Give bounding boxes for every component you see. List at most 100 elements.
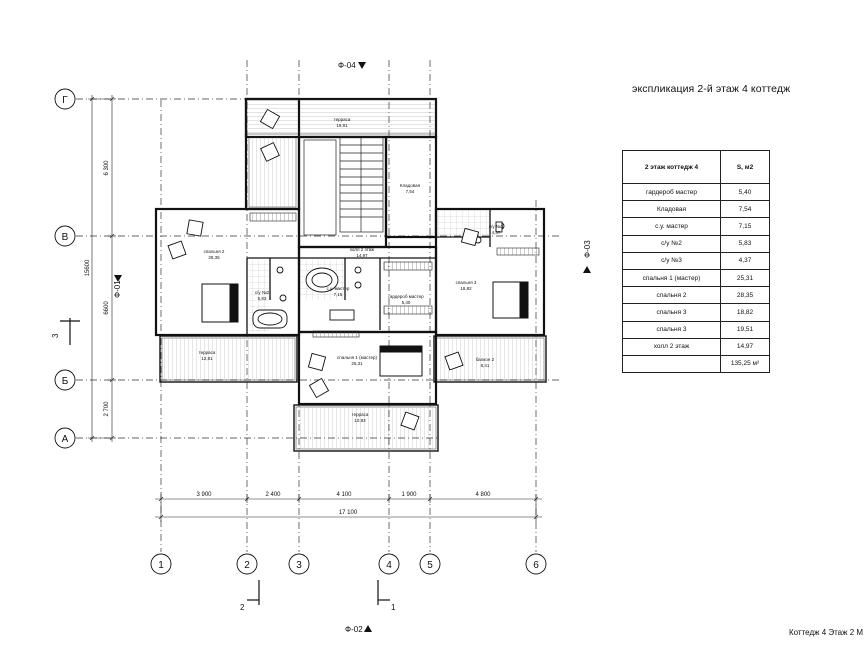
- row-area: 7,54: [720, 200, 770, 219]
- dim-bottom-4: 1 900: [401, 492, 417, 498]
- row-name: Кладовая: [622, 200, 721, 219]
- row-area: 28,35: [720, 286, 770, 305]
- row-area: 14,97: [720, 337, 770, 356]
- dim-bottom-2: 2 400: [265, 492, 281, 498]
- table-total-row: 135,25 м²: [622, 354, 770, 374]
- facade-bottom-label: Ф-02: [345, 625, 363, 634]
- dim-bottom-3: 4 100: [336, 492, 352, 498]
- row-area: 4,37: [720, 251, 770, 270]
- row-name: спальня 1 (мастер): [622, 268, 721, 288]
- room-area-bedroom3: 18,82: [460, 286, 472, 291]
- room-name-bath3: с/у №3: [489, 224, 504, 229]
- room-name-bedroom3: спальня 3: [456, 280, 477, 285]
- dim-bottom-1: 3 900: [196, 492, 212, 498]
- terrace-frames: [159, 335, 547, 452]
- room-area-hall: 14,97: [356, 253, 368, 258]
- axis-label-2: 2: [244, 560, 250, 571]
- axis-label-3: 3: [296, 560, 302, 571]
- vertical-axis-markers: [150, 553, 547, 575]
- room-name-terrace-left: терраса: [199, 350, 216, 355]
- row-area: 5,83: [720, 234, 770, 253]
- table-row: спальня 1 (мастер)25,31: [622, 268, 770, 288]
- facade-left-arrow: [114, 275, 122, 282]
- staircase: [303, 136, 384, 236]
- facade-bottom-arrow: [364, 625, 372, 632]
- axis-label-g: Г: [62, 95, 68, 106]
- room-name-bath2: с/у №2: [255, 290, 270, 295]
- facade-right-arrow: [583, 266, 591, 273]
- left-dimensions: [88, 95, 116, 442]
- row-name: с/у №2: [622, 234, 721, 253]
- axis-label-v: В: [62, 232, 69, 243]
- header-area: S, м2: [720, 150, 770, 184]
- section-label-1: 1: [391, 603, 396, 612]
- axis-label-1: 1: [158, 560, 164, 571]
- chairs: [167, 108, 480, 431]
- row-area: 25,31: [720, 268, 770, 288]
- row-area: 7,15: [720, 217, 770, 236]
- beds: [201, 281, 529, 377]
- row-name: холл 2 этаж: [622, 337, 721, 356]
- axis-label-5: 5: [427, 560, 433, 571]
- dim-bottom-total: 17 100: [339, 510, 358, 516]
- axis-label-b: Б: [62, 376, 69, 387]
- row-area: 5,40: [720, 182, 770, 202]
- total-area: 135,25 м²: [720, 354, 770, 374]
- terraces: [161, 98, 545, 450]
- table-header-row: 2 этаж коттедж 4 S, м2: [622, 150, 770, 184]
- room-area-storage: 7,54: [406, 189, 415, 194]
- room-area-bath3: 4,37: [492, 230, 501, 235]
- section-label-2: 2: [240, 603, 245, 612]
- dim-left-total: 15600: [85, 259, 91, 276]
- room-name-terrace-bottom: терраса: [352, 412, 369, 417]
- room-name-terrace-top: терраса: [334, 117, 351, 122]
- row-name: спальня 3: [622, 320, 721, 339]
- row-name: с/у №3: [622, 251, 721, 270]
- horizontal-axis-markers: [54, 88, 76, 449]
- section-label-3: 3: [51, 333, 60, 338]
- total-label: [622, 354, 721, 374]
- row-name: гардероб мастер: [622, 182, 721, 202]
- room-area-balcony: 8,41: [481, 363, 490, 368]
- facade-left-label: Ф-01: [113, 280, 122, 298]
- room-name-master-bath: с.у. мастер: [327, 286, 350, 291]
- row-name: спальня 2: [622, 286, 721, 305]
- row-name: спальня 3: [622, 303, 721, 322]
- facade-right-label: Ф-03: [583, 240, 592, 258]
- facade-top-arrow: [358, 62, 366, 69]
- room-area-wardrobe: 5,40: [402, 300, 411, 305]
- section-markers: [60, 318, 390, 605]
- facade-top-label: Ф-04: [338, 61, 356, 70]
- row-area: 18,82: [720, 303, 770, 322]
- sheet-footer: Коттедж 4 Этаж 2 М 1: [789, 628, 864, 637]
- room-area-bedroom2: 28,35: [208, 255, 220, 260]
- row-area: 19,51: [720, 320, 770, 339]
- wardrobe-shelving: [249, 212, 540, 338]
- dim-left-3: 2 700: [104, 401, 110, 417]
- bath-fixtures: [252, 221, 505, 329]
- interior-walls: [246, 140, 491, 335]
- row-name: с.у. мастер: [622, 217, 721, 236]
- room-name-bedroom2: спальня 2: [204, 249, 225, 254]
- header-name: 2 этаж коттедж 4: [622, 150, 721, 184]
- room-name-storage: Кладовая: [400, 183, 421, 188]
- axis-label-4: 4: [386, 560, 392, 571]
- room-area-terrace-left: 12,81: [201, 356, 213, 361]
- room-area-bath2: 5,83: [258, 296, 267, 301]
- room-name-balcony: балкон 2: [476, 357, 495, 362]
- bottom-dimensions: [155, 494, 542, 522]
- room-area-terrace-bottom: 10,93: [354, 418, 366, 423]
- dim-bottom-5: 4 800: [475, 492, 491, 498]
- room-name-master-bedroom: спальня 1 (мастер): [337, 355, 377, 360]
- explication-title: экспликация 2-й этаж 4 коттедж: [632, 83, 791, 95]
